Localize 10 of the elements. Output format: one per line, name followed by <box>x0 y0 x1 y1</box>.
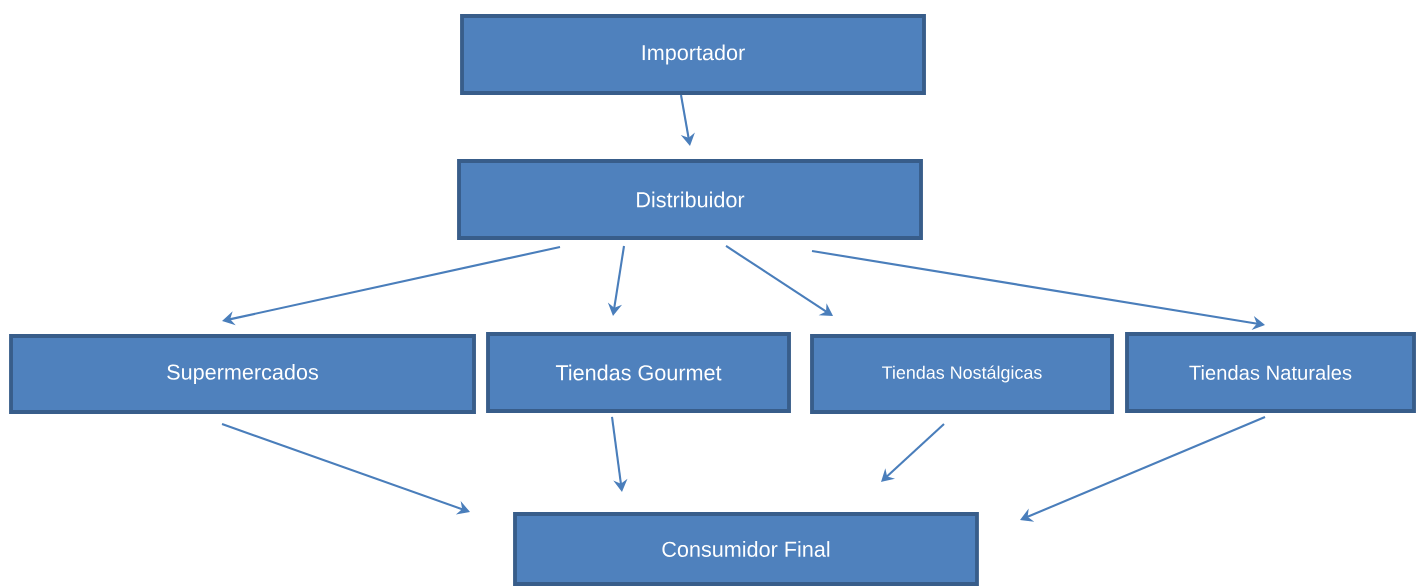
process-box: Tiendas Gourmet <box>486 332 791 413</box>
process-box: Tiendas Nostálgicas <box>810 334 1114 414</box>
arrow <box>1020 416 1266 522</box>
arrow <box>881 423 945 482</box>
process-box: Supermercados <box>9 334 476 414</box>
process-box: Distribuidor <box>457 159 923 240</box>
process-box: Consumidor Final <box>513 512 979 586</box>
process-box: Importador <box>460 14 926 95</box>
process-box: Tiendas Naturales <box>1125 332 1416 413</box>
arrow <box>725 245 833 316</box>
